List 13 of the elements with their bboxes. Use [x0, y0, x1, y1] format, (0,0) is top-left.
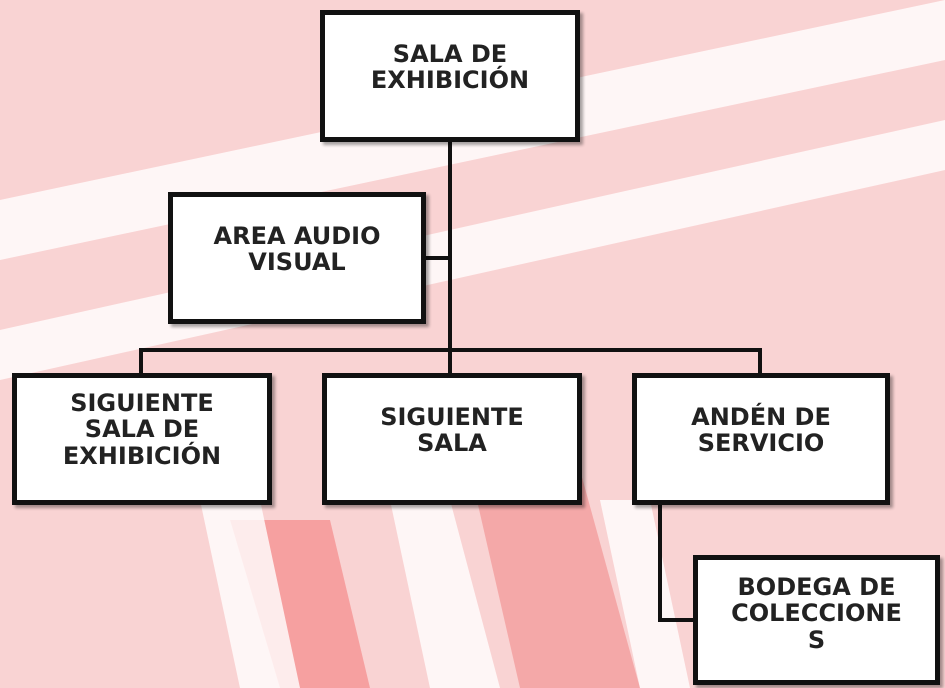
connector-line [658, 505, 693, 622]
box-label: BODEGA DE COLECCIONES [730, 574, 903, 654]
org-box [168, 192, 426, 324]
box-label: ANDÉN DE SERVICIO [690, 404, 832, 457]
org-box [632, 373, 890, 505]
org-box [320, 10, 580, 142]
org-box [322, 373, 582, 505]
box-label: SIGUIENTE SALA DE EXHIBICIÓN [62, 390, 222, 470]
org-box [12, 373, 272, 505]
box-label: AREA AUDIO VISUAL [212, 223, 382, 276]
org-box [693, 555, 940, 685]
box-label: SALA DE EXHIBICIÓN [370, 41, 530, 94]
box-label: SIGUIENTE SALA [379, 404, 525, 457]
